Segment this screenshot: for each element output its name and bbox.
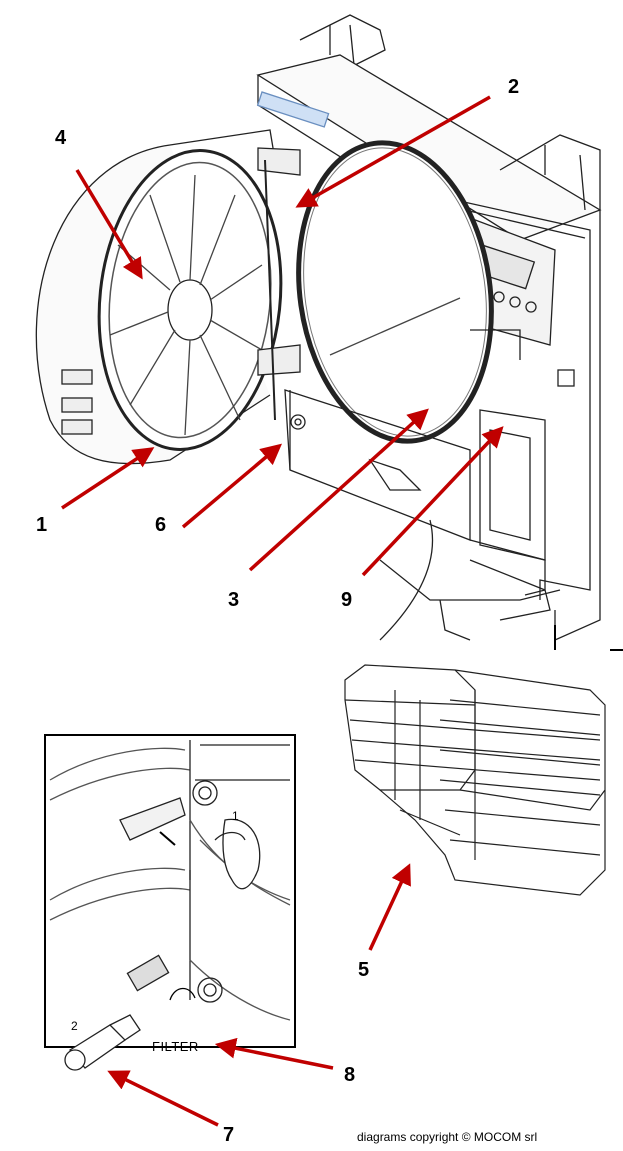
inset-step-2-label: 2 [71,1019,78,1033]
crop-marks [554,625,623,651]
arrow-7 [107,1070,219,1127]
arrow-6 [181,443,283,529]
callout-3: 3 [228,589,240,611]
callout-arrows [61,95,504,1127]
callout-7: 7 [223,1124,235,1146]
callout-6: 6 [155,514,167,536]
arrow-5 [368,863,411,951]
callout-9: 9 [341,589,353,611]
arrow-1 [61,447,155,510]
callout-8: 8 [344,1064,356,1086]
arrow-2 [295,95,491,208]
callout-2: 2 [508,76,520,98]
arrow-8 [214,1037,334,1070]
arrow-4 [75,169,143,280]
callout-1: 1 [36,514,48,536]
arrow-9 [361,426,504,577]
autoclave-illustration [35,14,602,642]
rack-illustration [344,664,606,896]
inset-step-1-label: 1 [232,809,239,823]
copyright-notice: diagrams copyright © MOCOM srl [357,1130,538,1144]
callout-5: 5 [358,959,370,981]
filter-label: FILTER [152,1039,199,1054]
callout-4: 4 [55,127,67,149]
arrow-3 [248,408,429,572]
filter-inset [44,734,296,1071]
